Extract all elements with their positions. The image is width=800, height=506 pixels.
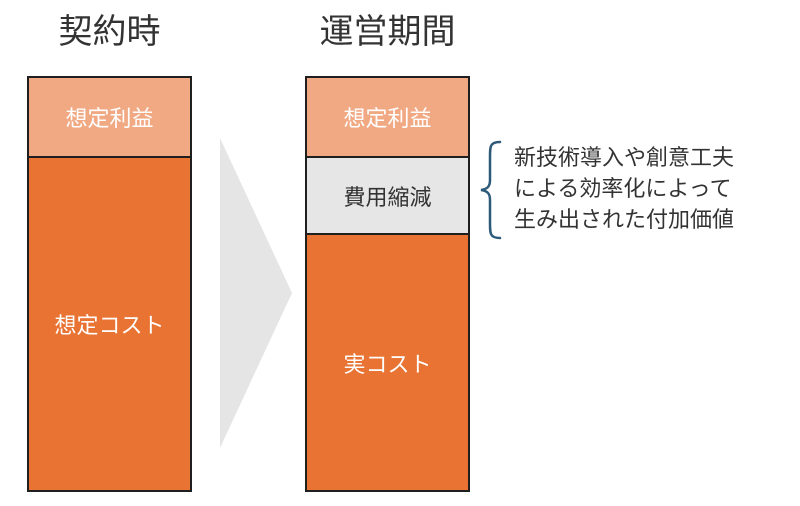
note-line: による効率化によって: [514, 177, 732, 202]
note-line: 生み出された付加価値: [514, 208, 735, 233]
contract-stack: 想定利益 想定コスト: [27, 76, 192, 492]
contract-cost-label: 想定コスト: [54, 314, 165, 339]
curly-brace-icon: [480, 140, 502, 240]
title-operation-period: 運営期間: [319, 12, 456, 52]
added-value-note: 新技術導入や創意工夫 による効率化によって 生み出された付加価値: [514, 143, 734, 236]
operation-cost-label: 実コスト: [343, 352, 432, 378]
operation-stack: 想定利益 費用縮減 実コスト: [305, 76, 470, 492]
transition-arrow-icon: [220, 138, 292, 448]
contract-cost-segment: 想定コスト: [29, 158, 190, 490]
operation-profit-label: 想定利益: [343, 107, 432, 132]
contract-profit-label: 想定利益: [65, 107, 154, 132]
note-line: 新技術導入や創意工夫: [514, 146, 735, 171]
cost-saving-label: 費用縮減: [343, 185, 432, 211]
cost-saving-segment: 費用縮減: [307, 158, 468, 235]
title-contract-time: 契約時: [58, 12, 161, 52]
operation-profit-segment: 想定利益: [307, 78, 468, 158]
operation-cost-segment: 実コスト: [307, 235, 468, 490]
contract-profit-segment: 想定利益: [29, 78, 190, 158]
